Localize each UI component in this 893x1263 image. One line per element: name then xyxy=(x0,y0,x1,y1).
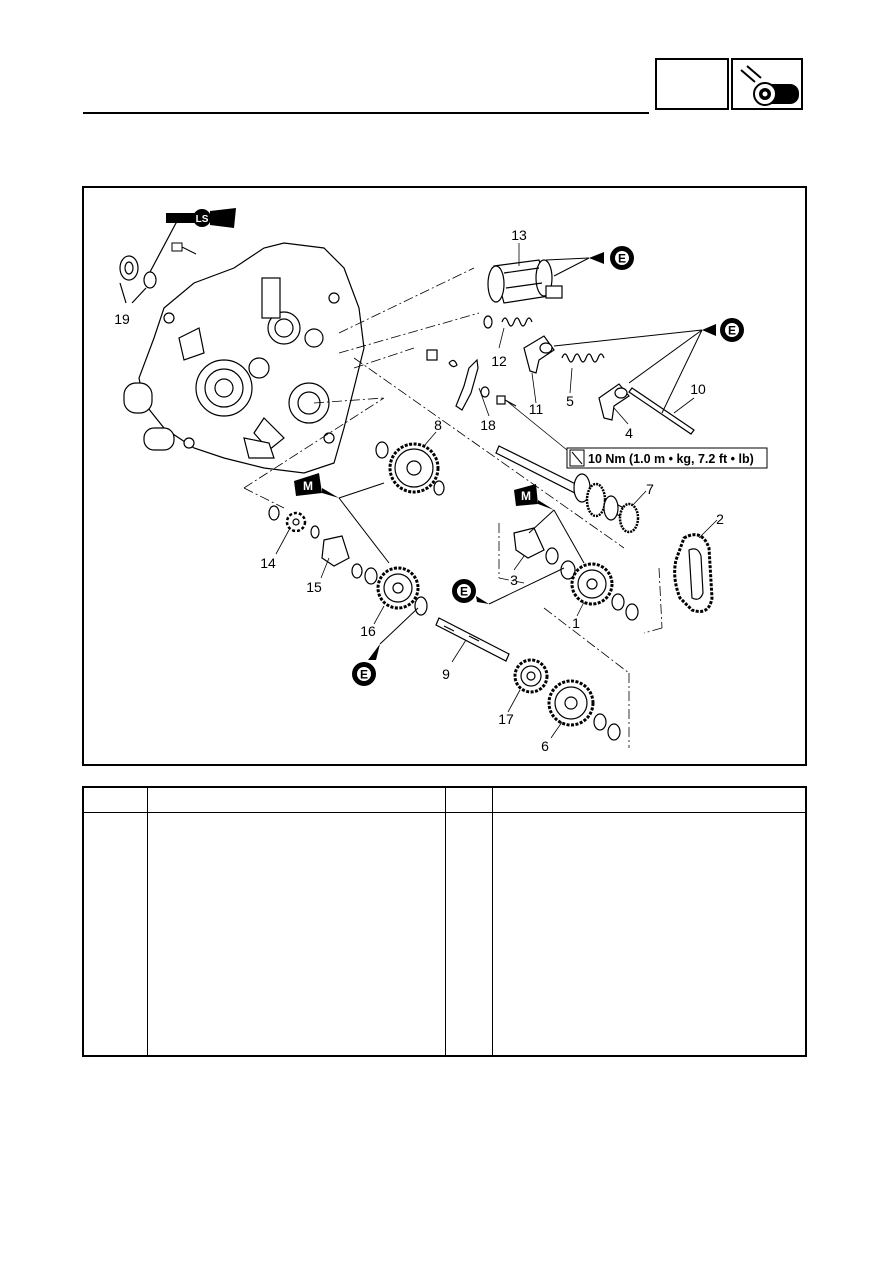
callout-leaders xyxy=(275,243,718,739)
drive-chain-2 xyxy=(673,533,714,613)
table-column-divider xyxy=(147,788,148,1055)
crankcase-bolt xyxy=(171,242,197,255)
callout-18: 18 xyxy=(480,417,496,433)
svg-text:E: E xyxy=(360,668,368,682)
callout-7: 7 xyxy=(646,481,654,497)
section-tab xyxy=(655,58,729,110)
engine-oil-icon-1: E xyxy=(452,567,565,605)
spring-12 xyxy=(483,315,533,329)
gear-set-middle xyxy=(513,527,639,621)
torque-spec-box: 10 Nm (1.0 m • kg, 7.2 ft • lb) xyxy=(507,401,768,469)
callout-1: 1 xyxy=(572,615,580,631)
callout-4: 4 xyxy=(625,425,633,441)
callout-11: 11 xyxy=(529,401,544,417)
svg-text:LS: LS xyxy=(196,214,209,225)
svg-text:E: E xyxy=(460,585,468,599)
molybdenum-oil-icon-3: M xyxy=(514,484,585,564)
callout-13: 13 xyxy=(511,227,527,243)
spring-5 xyxy=(561,353,605,363)
svg-text:E: E xyxy=(728,324,736,338)
oil-seal-19 xyxy=(119,217,185,304)
callout-5: 5 xyxy=(566,393,574,409)
callout-6: 6 xyxy=(541,738,549,754)
engine-section-icon xyxy=(731,58,803,110)
callout-9: 9 xyxy=(442,666,450,682)
drive-axle-9 xyxy=(435,617,510,662)
gear-set-left xyxy=(268,505,428,616)
lithium-soap-grease-icon: LS xyxy=(166,208,236,228)
torque-spec-text: 10 Nm (1.0 m • kg, 7.2 ft • lb) xyxy=(588,452,754,466)
engine-oil-icon-13: E xyxy=(545,246,634,277)
stopper-lever-18 xyxy=(426,349,517,411)
svg-text:M: M xyxy=(303,479,313,493)
svg-text:M: M xyxy=(521,489,531,503)
torque-wrench-icon xyxy=(569,449,585,467)
header-rule xyxy=(83,112,649,114)
assembly-lines xyxy=(243,267,663,748)
shift-drum-13 xyxy=(487,259,563,304)
parts-table xyxy=(82,786,807,1057)
table-column-divider xyxy=(492,788,493,1055)
callout-14: 14 xyxy=(260,555,276,571)
shift-fork-guide-bar-10 xyxy=(628,387,695,435)
gear-set-lower xyxy=(513,658,621,741)
molybdenum-oil-icon-8: M xyxy=(294,473,390,564)
table-column-divider xyxy=(445,788,446,1055)
gear-8 xyxy=(375,441,445,496)
callout-2: 2 xyxy=(716,511,724,527)
exploded-view-diagram: LS xyxy=(82,186,807,766)
svg-text:E: E xyxy=(618,252,626,266)
main-axle-7 xyxy=(495,445,640,534)
table-header-rule xyxy=(84,812,805,813)
shift-fork-4 xyxy=(598,383,630,421)
shift-fork-11 xyxy=(523,335,555,374)
engine-oil-icon-16: E xyxy=(352,607,419,686)
callout-17: 17 xyxy=(498,711,514,727)
callout-10: 10 xyxy=(690,381,706,397)
engine-oil-icon-forks: E xyxy=(553,318,744,414)
callout-19: 19 xyxy=(114,311,130,327)
callout-3: 3 xyxy=(510,572,518,588)
callout-numbers: 13 12 11 5 4 10 18 8 7 2 14 15 16 3 1 9 … xyxy=(114,227,724,754)
callout-8: 8 xyxy=(434,417,442,433)
callout-16: 16 xyxy=(360,623,376,639)
crankcase xyxy=(123,242,365,474)
callout-12: 12 xyxy=(491,353,507,369)
callout-15: 15 xyxy=(306,579,322,595)
